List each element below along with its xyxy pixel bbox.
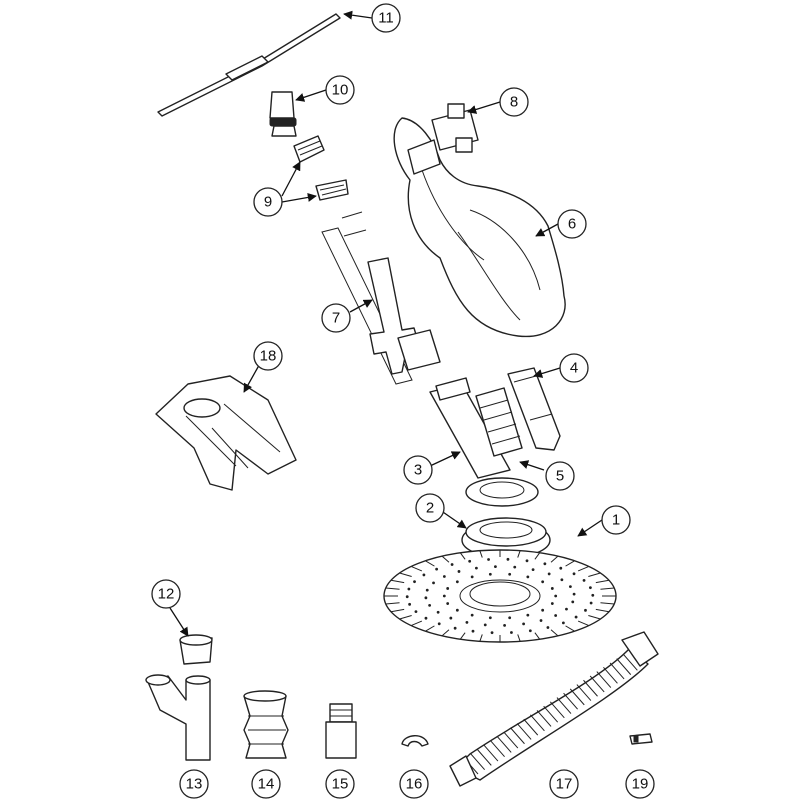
callout-12: 12: [151, 579, 181, 609]
svg-text:15: 15: [332, 776, 349, 793]
svg-text:1: 1: [612, 512, 620, 529]
callout-11: 11: [371, 3, 401, 33]
part-3-tube: [429, 377, 511, 479]
callout-3: 3: [403, 455, 433, 485]
part-9-rings: [293, 135, 349, 201]
svg-text:8: 8: [510, 94, 518, 111]
part-foot-shoe: [465, 477, 539, 507]
callout-19: 19: [625, 769, 655, 799]
svg-text:16: 16: [406, 776, 423, 793]
part-15-short-connector: [325, 703, 357, 759]
part-17-hose: [449, 631, 659, 787]
callout-16: 16: [399, 769, 429, 799]
part-14-coupler: [243, 690, 289, 759]
part-11-rod: [157, 13, 341, 117]
part-1-disc: [383, 549, 617, 643]
callout-17: 17: [549, 769, 579, 799]
part-2-ring: [461, 517, 551, 559]
callout-5: 5: [545, 461, 575, 491]
svg-text:2: 2: [426, 500, 434, 517]
svg-text:3: 3: [414, 462, 422, 479]
svg-text:7: 7: [332, 310, 340, 327]
part-16-clip: [401, 735, 429, 747]
svg-text:6: 6: [568, 216, 576, 233]
callout-6: 6: [557, 209, 587, 239]
callout-1: 1: [601, 505, 631, 535]
part-4-flap: [507, 367, 561, 451]
svg-text:10: 10: [332, 82, 349, 99]
svg-text:17: 17: [556, 776, 573, 793]
callout-8: 8: [499, 87, 529, 117]
svg-text:11: 11: [378, 10, 394, 27]
svg-text:4: 4: [570, 360, 578, 377]
part-13-y-connector: [145, 674, 211, 761]
svg-text:14: 14: [258, 776, 275, 793]
callout-14: 14: [251, 769, 281, 799]
part-18-wing: [155, 375, 297, 491]
callout-7: 7: [321, 303, 351, 333]
part-8-swivel: [431, 103, 479, 153]
leader-lines: [169, 10, 603, 637]
part-12-sleeve: [179, 634, 213, 665]
callout-18: 18: [253, 341, 283, 371]
svg-text:12: 12: [158, 586, 175, 603]
svg-text:18: 18: [260, 348, 277, 365]
part-10-connector: [269, 91, 297, 137]
callout-15: 15: [325, 769, 355, 799]
svg-text:9: 9: [264, 194, 272, 211]
svg-text:13: 13: [186, 776, 203, 793]
svg-text:19: 19: [632, 776, 649, 793]
callout-2: 2: [415, 493, 445, 523]
callout-9: 9: [253, 187, 283, 217]
part-5-grid: [475, 387, 523, 457]
svg-text:5: 5: [556, 468, 564, 485]
callout-4: 4: [559, 353, 589, 383]
callout-10: 10: [325, 75, 355, 105]
part-6-body: [393, 117, 566, 338]
part-7-tube-kit: [321, 211, 441, 385]
part-19-pin: [629, 733, 653, 745]
callout-13: 13: [179, 769, 209, 799]
